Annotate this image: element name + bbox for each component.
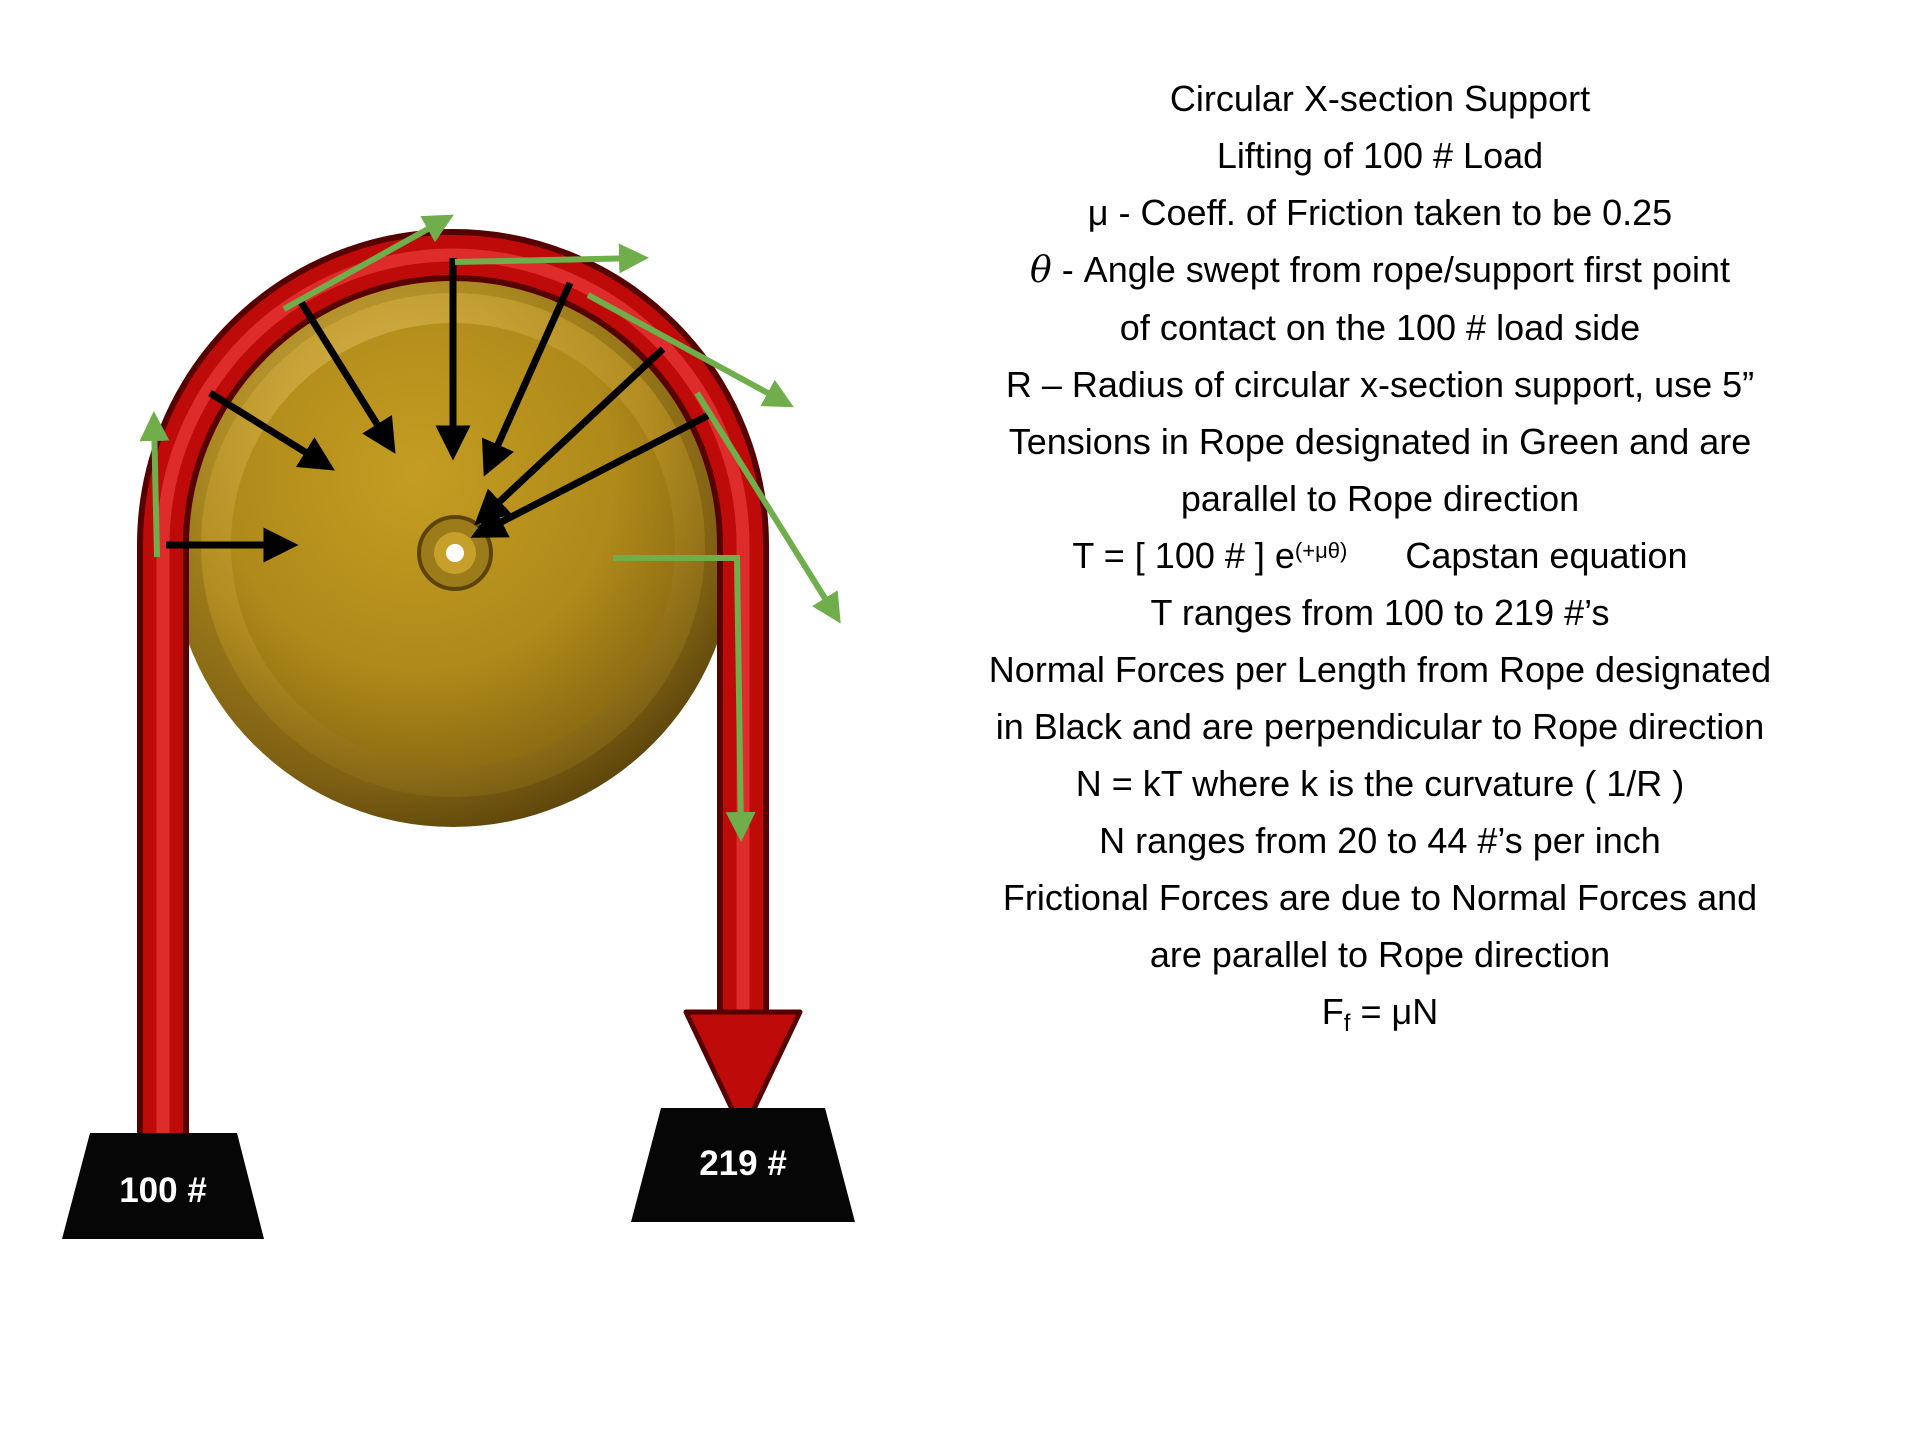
tensions-line-2: parallel to Rope direction (1180, 478, 1580, 519)
normal-force-arrow (474, 346, 666, 526)
friction-line-1: Frictional Forces are due to Normal Forc… (1002, 877, 1758, 918)
normal-line-2: in Black and are perpendicular to Rope d… (995, 706, 1765, 747)
tension-arrow (282, 214, 454, 312)
definitions-block: μ - Coeff. of Friction taken to be 0.25 … (880, 184, 1880, 413)
friction-force-symbol: F (1321, 991, 1344, 1032)
normal-force-arrow (470, 411, 711, 538)
normal-forces-note: Normal Forces per Length from Rope desig… (880, 641, 1880, 755)
slide-title: Circular X-section Support Lifting of 10… (880, 70, 1880, 184)
left-load-weight: 100 # (62, 1133, 264, 1239)
rope-arrowhead (683, 1009, 803, 1135)
tension-arrow (694, 391, 841, 624)
theta-definition-cont: of contact on the 100 # load side (1119, 307, 1641, 348)
friction-equation-rest: = μN (1350, 991, 1439, 1032)
tension-arrow (139, 411, 170, 558)
capstan-equation: T = [ 100 # ] e(+μθ) (1072, 535, 1348, 576)
tension-arrows (139, 214, 841, 842)
normal-line-1: Normal Forces per Length from Rope desig… (988, 649, 1772, 690)
title-line-1: Circular X-section Support (1169, 78, 1591, 119)
tensions-line-1: Tensions in Rope designated in Green and… (1008, 421, 1752, 462)
normal-force-arrow (481, 281, 574, 477)
n-range-line: N ranges from 20 to 44 #’s per inch (1099, 820, 1661, 861)
capstan-equation-label: Capstan equation (1405, 535, 1688, 576)
left-load-label: 100 # (119, 1171, 207, 1210)
capstan-equation-line: T = [ 100 # ] e(+μθ) Capstan equation (880, 527, 1880, 584)
tension-arrow (454, 243, 649, 274)
pulley-hub (417, 515, 493, 591)
theta-symbol: θ (1030, 250, 1052, 291)
explanation-panel: Circular X-section Support Lifting of 10… (880, 0, 1920, 1440)
n-equation-line: N = kT where k is the curvature ( 1/R ) (1075, 763, 1685, 804)
normal-force-arrows (166, 258, 711, 563)
capstan-exponent: (+μθ) (1294, 538, 1348, 563)
pulley-diagram-svg: 100 # 219 # (62, 214, 855, 1239)
friction-line-2: are parallel to Rope direction (1149, 934, 1611, 975)
t-range-line: T ranges from 100 to 219 #’s (1150, 592, 1610, 633)
friction-note: Frictional Forces are due to Normal Forc… (880, 869, 1880, 983)
mu-definition: μ - Coeff. of Friction taken to be 0.25 (1087, 192, 1673, 233)
radius-definition: R – Radius of circular x-section support… (1005, 364, 1755, 405)
friction-force-subscript: f (1343, 1010, 1351, 1037)
tension-arrow (613, 555, 756, 842)
right-load-label: 219 # (699, 1144, 787, 1183)
theta-definition: - Angle swept from rope/support first po… (1051, 249, 1730, 290)
title-line-2: Lifting of 100 # Load (1216, 135, 1544, 176)
normal-force-arrow (208, 390, 335, 471)
friction-equation-line: Ff = μN (880, 983, 1880, 1040)
pulley-diagram: 100 # 219 # (0, 0, 880, 1440)
normal-force-arrow (298, 300, 396, 454)
tensions-note: Tensions in Rope designated in Green and… (880, 413, 1880, 527)
right-load-weight: 219 # (631, 1108, 855, 1222)
tension-arrow (586, 292, 794, 408)
